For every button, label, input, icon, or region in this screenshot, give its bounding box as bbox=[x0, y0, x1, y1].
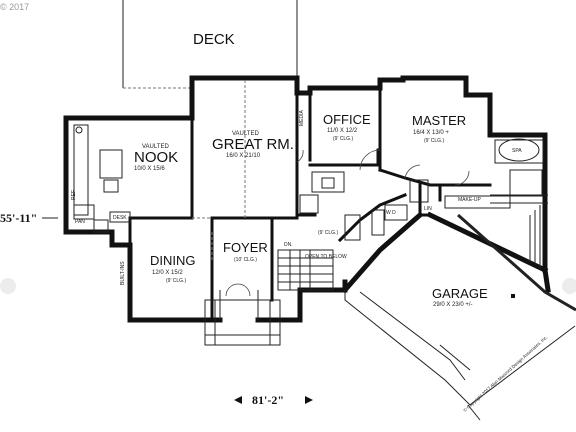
label-deck: DECK bbox=[193, 31, 235, 48]
label-dining-dims: 12/0 X 15/2 bbox=[152, 270, 183, 276]
label-nook-dims: 10/0 X 15/6 bbox=[134, 166, 165, 172]
label-foyer-clg: (10' CLG.) bbox=[234, 257, 257, 263]
label-spa: SPA bbox=[512, 148, 522, 154]
label-office-clg: (9' CLG.) bbox=[333, 136, 353, 142]
label-dining: DINING bbox=[150, 253, 196, 268]
label-garage-dims: 29/0 X 23/0 +/- bbox=[433, 302, 473, 308]
label-makeup: MAKE-UP bbox=[458, 197, 481, 203]
label-ref: REF bbox=[71, 190, 77, 200]
garage-slab bbox=[344, 290, 576, 421]
label-master: MASTER bbox=[412, 113, 466, 128]
dimension-width: 81'-2" bbox=[252, 393, 284, 407]
doors bbox=[296, 149, 470, 186]
label-nook: NOOK bbox=[134, 149, 178, 166]
label-wd: W D bbox=[386, 210, 396, 216]
openings bbox=[192, 80, 246, 262]
label-desk: DESK bbox=[113, 215, 127, 221]
label-dn: DN. bbox=[284, 242, 293, 248]
label-great-vaulted: VAULTED bbox=[232, 131, 259, 137]
label-lin: LIN bbox=[424, 206, 432, 212]
label-hall-clg: (9' CLG.) bbox=[318, 230, 338, 236]
copyright-top: © 2017 bbox=[0, 2, 29, 12]
label-office: OFFICE bbox=[323, 112, 371, 127]
label-open-below: OPEN TO BELOW bbox=[305, 254, 347, 260]
kitchen-fixtures bbox=[73, 124, 131, 233]
side-patio-hatch bbox=[490, 194, 548, 270]
master-bath-fixtures bbox=[409, 138, 544, 209]
label-media: MEDIA bbox=[299, 110, 305, 127]
label-built-ins: BUILT-INS bbox=[120, 261, 126, 285]
label-office-dims: 11/0 X 12/2 bbox=[327, 128, 358, 134]
deck-area bbox=[122, 0, 298, 89]
stairs bbox=[277, 249, 334, 291]
closets bbox=[299, 171, 408, 241]
label-nook-vaulted: VAULTED bbox=[142, 144, 169, 150]
interior-walls bbox=[128, 78, 576, 322]
garage-copyright: © Copyright 2017 Alan Mascord Design Ass… bbox=[462, 334, 549, 413]
label-great-room: GREAT RM. bbox=[212, 136, 294, 153]
label-pan: PAN bbox=[75, 219, 85, 225]
label-master-clg: (9' CLG.) bbox=[424, 138, 444, 144]
label-master-dims: 16/4 X 13/0 + bbox=[413, 130, 449, 136]
label-foyer: FOYER bbox=[223, 240, 268, 255]
dimension-depth: 55'-11" bbox=[0, 211, 37, 225]
label-garage: GARAGE bbox=[432, 286, 488, 301]
front-porch bbox=[204, 283, 281, 346]
label-dining-clg: (9' CLG.) bbox=[166, 278, 186, 284]
dimension-markers bbox=[0, 217, 576, 404]
label-great-dims: 16/0 X 21/10 bbox=[226, 153, 261, 159]
